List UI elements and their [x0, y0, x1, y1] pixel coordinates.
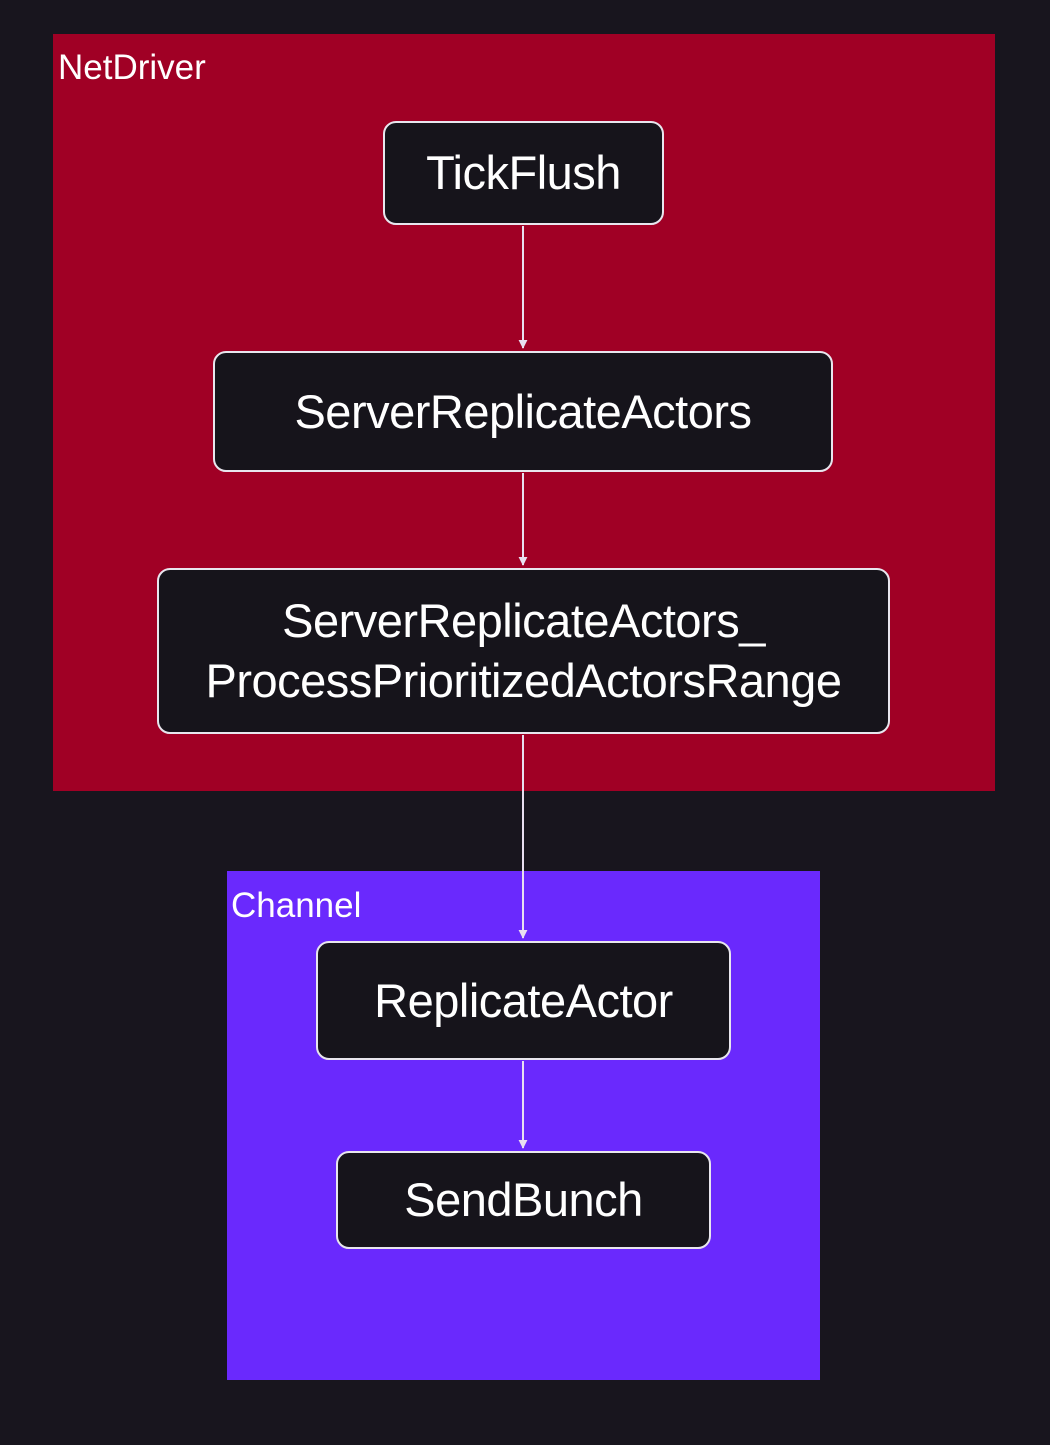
- replicate-actor-node[interactable]: ReplicateActor: [316, 941, 731, 1060]
- tickflush-node[interactable]: TickFlush: [383, 121, 664, 225]
- netdriver-group-label: NetDriver: [58, 48, 206, 87]
- server-replicate-actors-process-range-label-line1: ServerReplicateActors_: [282, 594, 765, 647]
- send-bunch-node[interactable]: SendBunch: [336, 1151, 711, 1249]
- server-replicate-actors-process-range-label-line2: ProcessPrioritizedActorsRange: [205, 654, 842, 707]
- server-replicate-actors-node[interactable]: ServerReplicateActors: [213, 351, 833, 472]
- send-bunch-label: SendBunch: [404, 1173, 643, 1226]
- server-replicate-actors-label: ServerReplicateActors: [294, 384, 752, 438]
- tickflush-label: TickFlush: [426, 146, 621, 199]
- server-replicate-actors-process-range-node[interactable]: ServerReplicateActors_ ProcessPrioritize…: [157, 568, 890, 734]
- channel-group-label: Channel: [231, 886, 362, 925]
- replicate-actor-label: ReplicateActor: [374, 973, 673, 1027]
